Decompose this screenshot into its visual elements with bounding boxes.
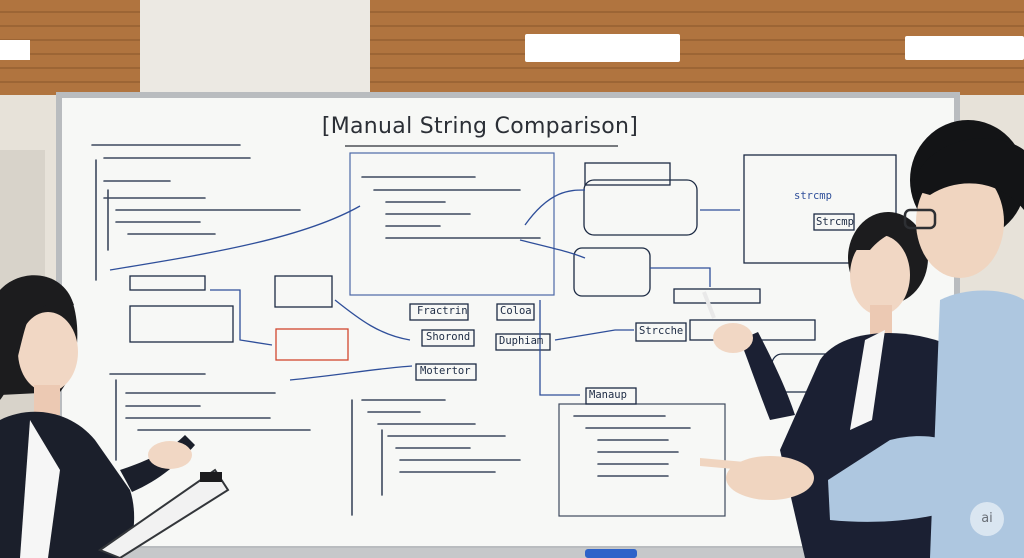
- person-left: [0, 275, 230, 558]
- marker-tray: [56, 548, 960, 558]
- red-box: [275, 328, 349, 361]
- ceiling-light: [525, 34, 680, 62]
- label-strcmp: Strcmp: [816, 216, 854, 228]
- label-shorond: Shorond: [426, 331, 471, 343]
- marker: [585, 549, 637, 558]
- label-strcmp-small: strcmp: [794, 190, 832, 202]
- label-coloa: Coloa: [500, 305, 532, 317]
- label-fractrin: Fractrin: [417, 305, 468, 317]
- handwriting-bottom-center: [351, 399, 521, 516]
- label-strcche: Strcche: [639, 325, 684, 337]
- handwriting-left: [91, 144, 301, 281]
- label-manaup: Manaup: [589, 389, 627, 401]
- ceiling-panel: [140, 0, 370, 95]
- ceiling-light: [905, 36, 1024, 60]
- label-motertor: Motertor: [420, 365, 471, 377]
- watermark-badge: ai: [970, 502, 1004, 536]
- ceiling-light: [0, 40, 30, 60]
- label-duphiam: Duphiam: [499, 335, 544, 347]
- handwriting-center: [349, 152, 555, 296]
- handwriting-bottom-left: [109, 373, 311, 461]
- person-right: [700, 120, 1024, 558]
- diagram-arrows: [109, 189, 740, 396]
- handwriting-bottom-right: [558, 403, 726, 517]
- person-middle: [702, 212, 975, 558]
- board-title: [Manual String Comparison]: [321, 114, 639, 139]
